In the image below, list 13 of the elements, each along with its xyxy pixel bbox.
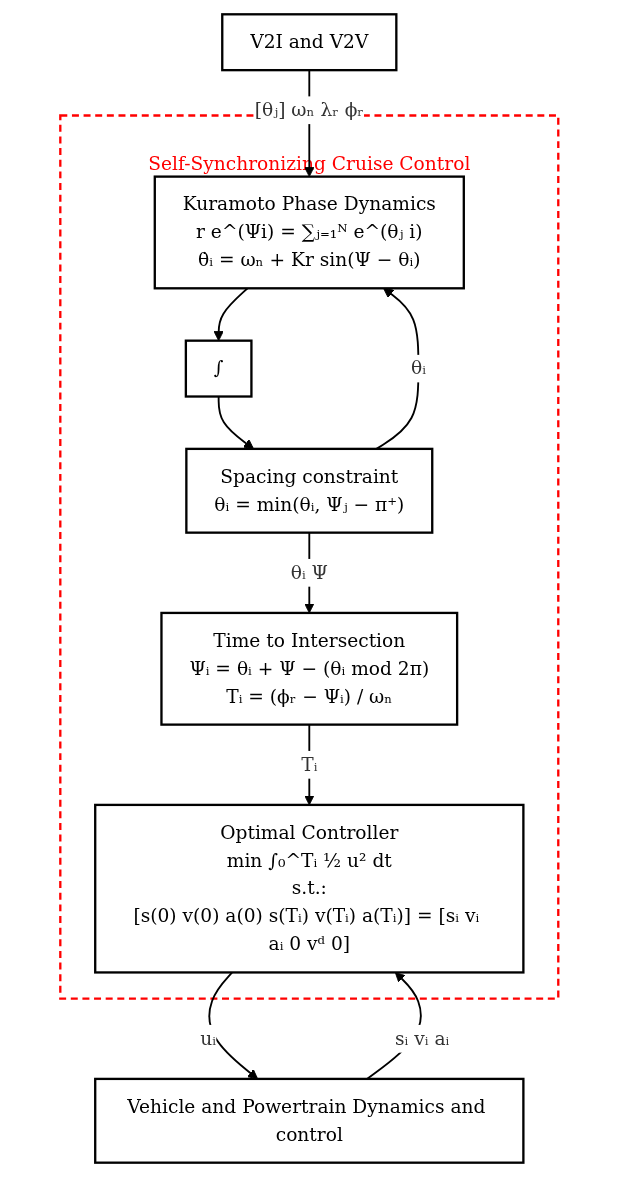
node-box: V2I and V2V (221, 13, 398, 72)
edge-label: Tᵢ (301, 753, 318, 776)
node-box: Spacing constraint θᵢ = min(θᵢ, Ψⱼ − π⁺) (185, 447, 434, 534)
edge-label: θᵢ Ψ (290, 561, 329, 584)
edge-label: sᵢ vᵢ aᵢ (395, 1027, 450, 1050)
edge-label: uᵢ (200, 1027, 217, 1050)
edge-label: θᵢ (411, 356, 427, 380)
node-box: Vehicle and Powertrain Dynamics and control (94, 1077, 525, 1164)
node-box: Kuramoto Phase Dynamics r e^(Ψi) = ∑ⱼ₌₁ᴺ e^(θⱼ i) θ̇ᵢ = ωₙ + Kr sin(Ψ − θᵢ) (153, 175, 466, 290)
edge-label: [θⱼ] ωₙ λᵣ ϕᵣ (254, 98, 365, 121)
node-box: ∫ (184, 339, 253, 398)
node-box: Optimal Controller min ∫₀^Tᵢ ½ u² dt s.t.: [s(0) v(0) a(0) s(Tᵢ) v(Tᵢ) a(Tᵢ)] = [sᵢ vᵢ aᵢ 0 vᵈ 0] (94, 803, 525, 974)
node-box: Time to Intersection Ψᵢ = θᵢ + Ψ − (θᵢ mod 2π) Tᵢ = (ϕᵣ − Ψᵢ) / ωₙ (160, 611, 459, 726)
